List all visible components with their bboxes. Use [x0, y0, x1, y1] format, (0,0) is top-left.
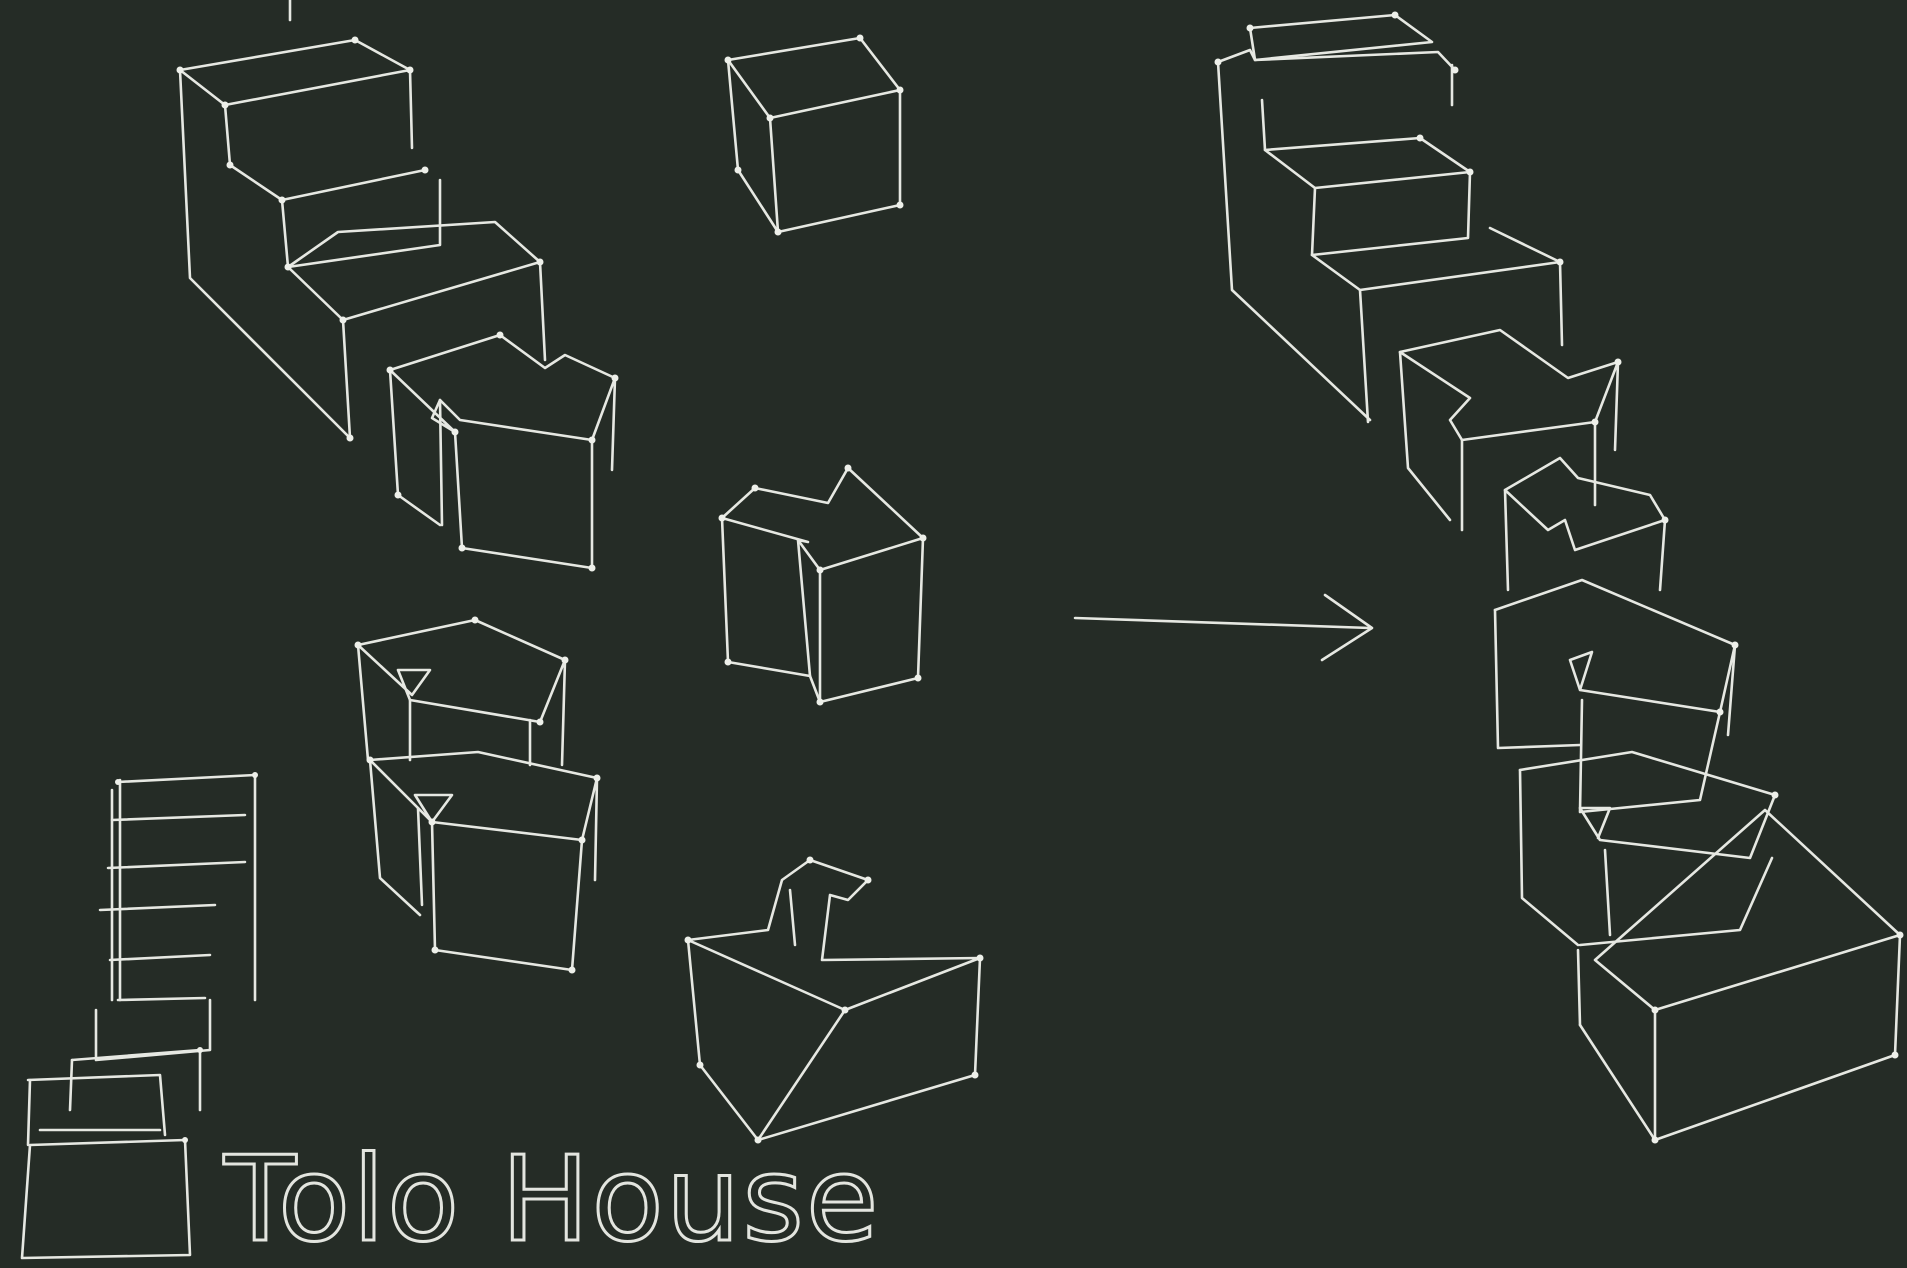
project-title: Tolo House — [223, 1130, 881, 1268]
l-shaped-block — [718, 464, 927, 706]
assembled-terraced-house — [1214, 11, 1904, 1144]
arrow-right-icon — [1073, 593, 1374, 662]
stacked-notched-pair — [354, 616, 601, 974]
elevation-sketch — [20, 772, 258, 1260]
notched-block — [386, 331, 619, 572]
stepped-block-stack — [176, 36, 547, 442]
single-cube — [724, 34, 904, 236]
hooked-block — [684, 856, 984, 1144]
